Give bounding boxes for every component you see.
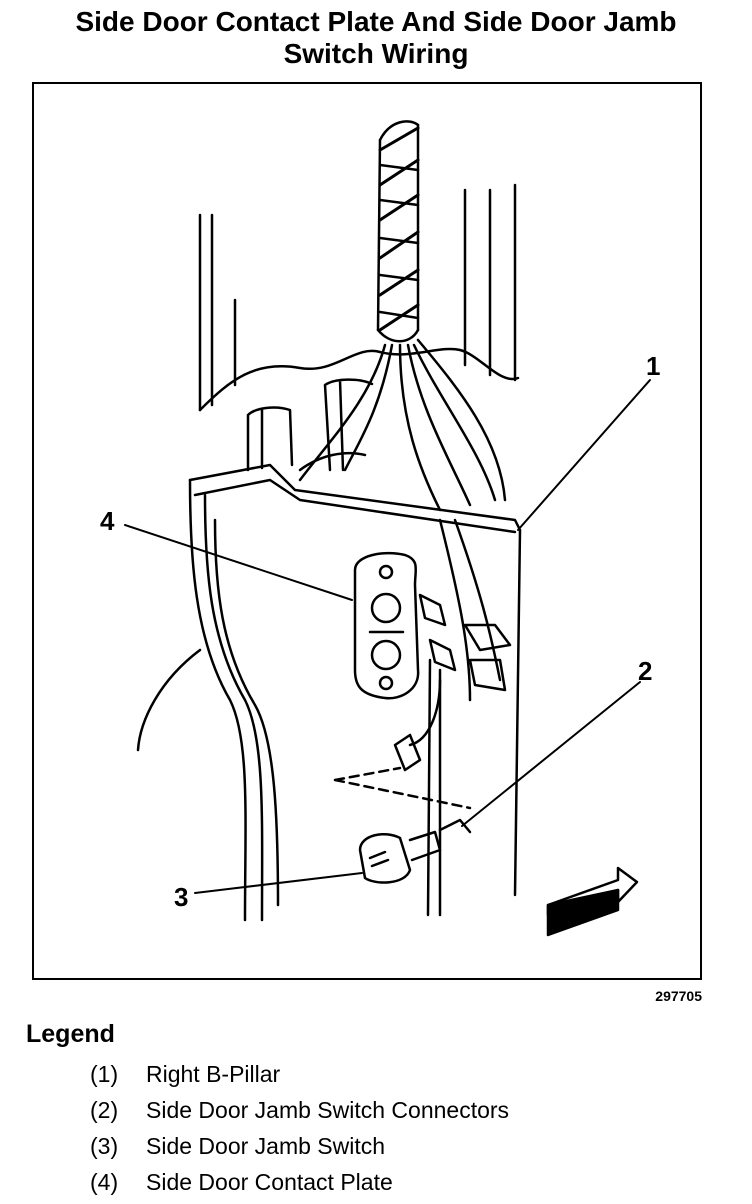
alignment-lines	[333, 766, 472, 810]
legend-item-label: Side Door Jamb Switch Connectors	[146, 1097, 510, 1123]
callout-leaders	[124, 379, 651, 894]
legend-item-number: (2)	[90, 1097, 119, 1123]
figure-id: 297705	[655, 988, 702, 1004]
b-pillar-illustration	[124, 120, 651, 937]
legend-heading: Legend	[26, 1020, 115, 1048]
title-line-2: Switch Wiring	[283, 38, 469, 69]
legend-item-label: Side Door Jamb Switch	[146, 1133, 386, 1159]
callout-4: 4	[100, 506, 115, 536]
side-door-contact-plate	[353, 551, 420, 700]
side-door-jamb-switch	[358, 818, 472, 884]
callout-1: 1	[646, 351, 661, 381]
left-loose-wire	[136, 648, 202, 752]
wire-harness-conduit	[376, 120, 420, 343]
upper-pillar	[198, 183, 520, 412]
title-line-1: Side Door Contact Plate And Side Door Ja…	[75, 6, 677, 37]
diagram-title: Side Door Contact Plate And Side Door Ja…	[0, 6, 752, 70]
direction-arrow-icon	[546, 866, 639, 937]
legend-item-label: Right B-Pillar	[146, 1061, 281, 1087]
legend-item-label: Side Door Contact Plate	[146, 1169, 393, 1195]
wires	[298, 338, 507, 702]
lower-pillar-body	[188, 378, 522, 922]
illustration-frame	[32, 82, 702, 980]
legend-item: (1) Right B-Pillar	[90, 1060, 509, 1096]
legend-item: (4) Side Door Contact Plate	[90, 1168, 509, 1204]
pigtail-to-switch	[393, 658, 442, 917]
legend-item-number: (1)	[90, 1061, 119, 1087]
callout-3: 3	[174, 882, 189, 912]
connectors-on-pillar	[418, 593, 512, 692]
legend-item: (2) Side Door Jamb Switch Connectors	[90, 1096, 509, 1132]
legend-item: (3) Side Door Jamb Switch	[90, 1132, 509, 1168]
legend-item-number: (4)	[90, 1169, 119, 1195]
legend-item-number: (3)	[90, 1133, 119, 1159]
callout-2: 2	[638, 656, 653, 686]
legend-list: (1) Right B-Pillar (2) Side Door Jamb Swit…	[90, 1060, 509, 1204]
